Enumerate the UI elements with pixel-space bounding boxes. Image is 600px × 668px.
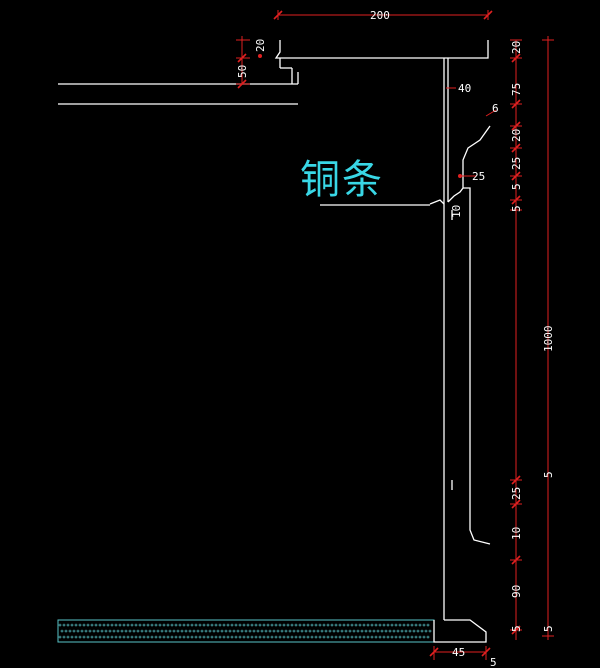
dimension-ticks [237,10,521,657]
dim-right-3: 20 [510,129,523,142]
copper-strip-callout: 铜条 [300,157,430,206]
dim-right-4: 25 [510,157,523,170]
dim-right-5: 5 [510,183,523,190]
dim-right-10-top: 5 [542,471,555,478]
dim-inner-4: 10 [450,205,463,218]
dim-right-10-overall: 5 [542,625,555,632]
callout-label: 铜条 [300,157,384,203]
dim-sill-depth: 50 [236,65,249,78]
dim-inner-3: 6 [492,102,499,115]
dim-bottom-5: 5 [490,656,497,668]
door-frame-profile [274,40,491,643]
ground-hatch [57,619,435,643]
reference-dots [258,54,462,178]
dim-right-9: 90 [510,585,523,598]
dimension-lines [236,10,554,660]
dim-right-2: 75 [510,83,523,96]
dim-top-lip: 20 [254,39,267,52]
dim-top-width: 200 [370,9,390,22]
dim-inner-1: 40 [458,82,471,95]
dim-right-8: 10 [510,527,523,540]
dim-right-6: 5 [510,205,523,212]
dim-right-1: 20 [510,41,523,54]
dimension-labels: 200 20 50 20 75 20 25 5 5 1000 5 25 10 9… [236,9,555,668]
dim-bottom-width: 45 [452,646,465,659]
dim-inner-2: 25 [472,170,485,183]
dim-total-height: 1000 [542,326,555,353]
dim-right-10: 5 [510,625,523,632]
dim-right-7: 25 [510,487,523,500]
ceiling-lines [58,68,299,105]
